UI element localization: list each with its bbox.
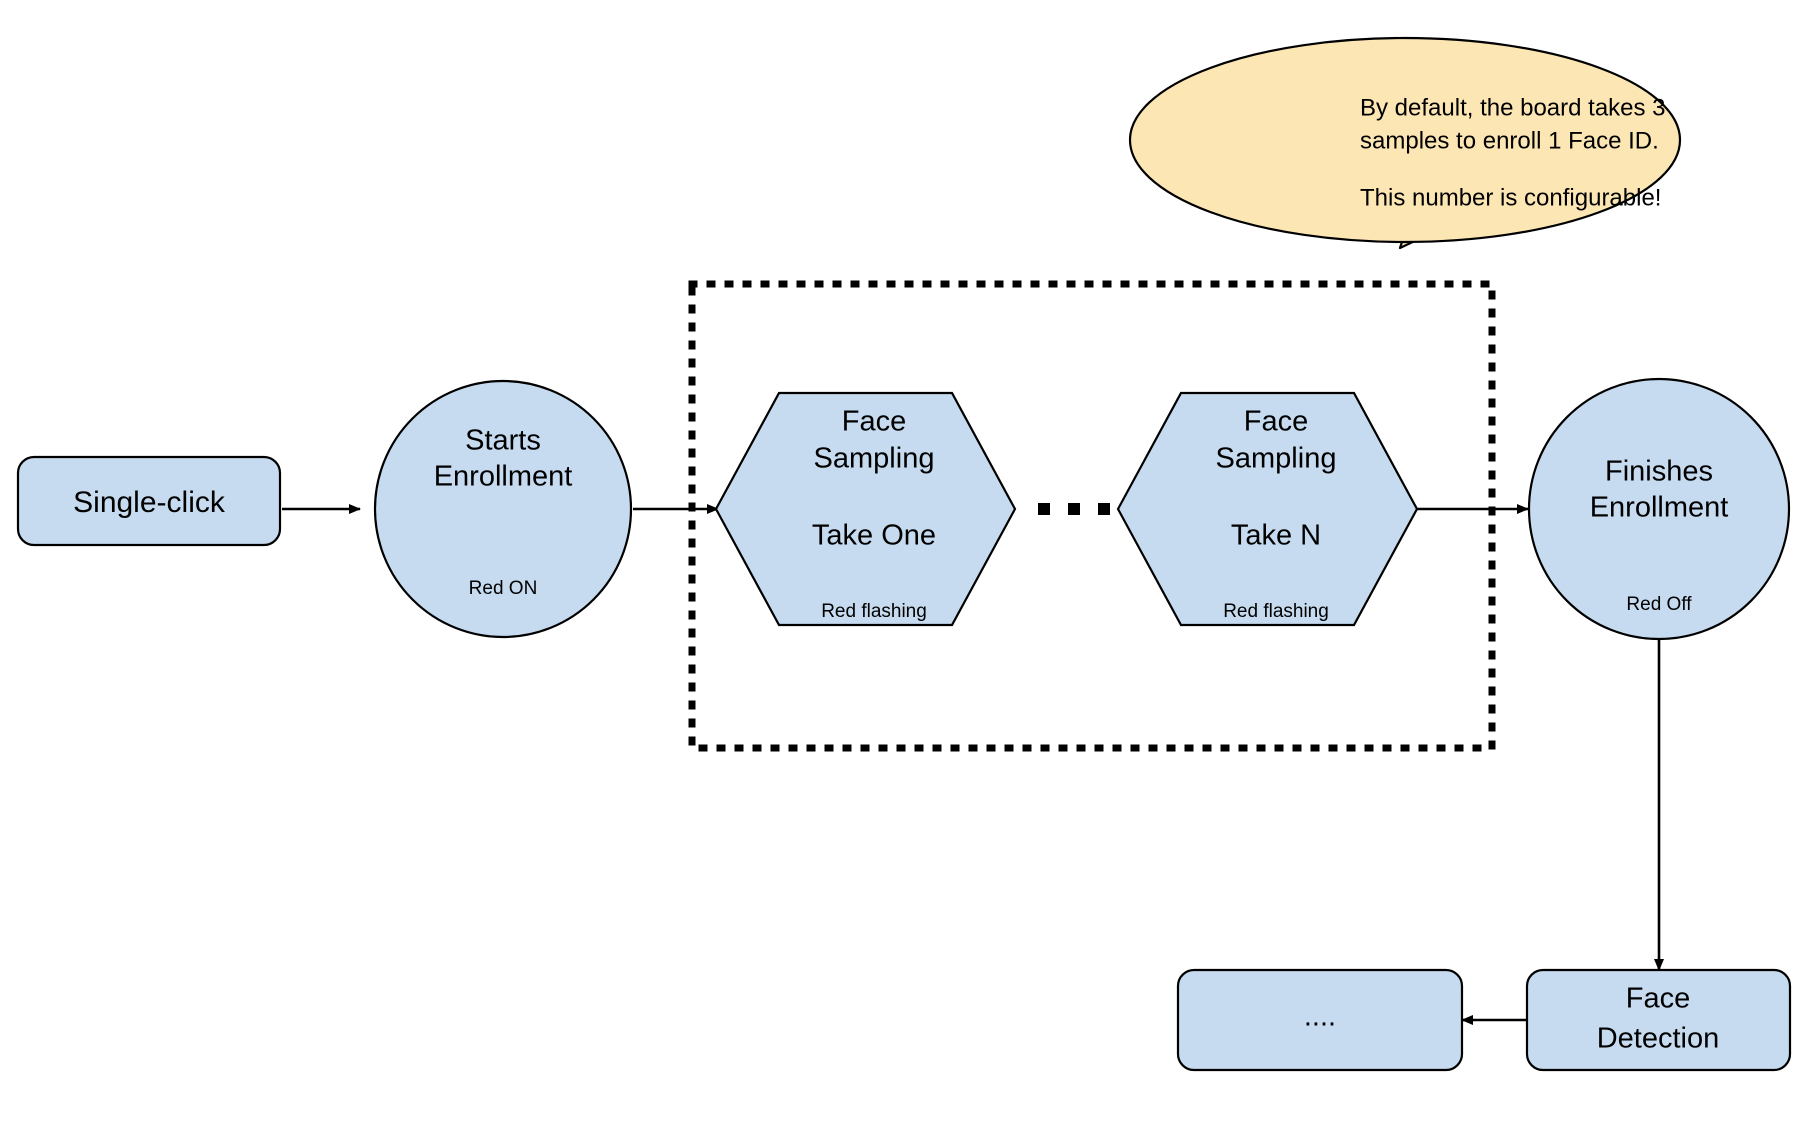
ellipsis-dot <box>1098 503 1110 515</box>
finishes-enrollment-status: Red Off <box>1626 594 1692 615</box>
node-starts-enrollment[interactable]: Starts Enrollment Red ON <box>373 379 633 639</box>
face-sampling-n-take: Take N <box>1231 520 1321 552</box>
starts-enrollment-label-line2: Enrollment <box>434 461 573 493</box>
face-sampling-n-status: Red flashing <box>1223 601 1329 622</box>
face-detection-label-line1: Face <box>1626 983 1690 1015</box>
face-detection-label-line2: Detection <box>1597 1023 1720 1055</box>
callout-line1: By default, the board takes 3 <box>1360 94 1666 121</box>
callout-bubble: By default, the board takes 3 samples to… <box>1128 36 1682 250</box>
repeat-group-border <box>688 280 1496 752</box>
starts-enrollment-label-line1: Starts <box>465 425 541 457</box>
face-sampling-one-label-line2: Sampling <box>814 443 935 475</box>
starts-enrollment-status: Red ON <box>469 578 538 599</box>
finishes-enrollment-label-line1: Finishes <box>1605 456 1713 488</box>
node-face-sampling-n[interactable]: Face Sampling Take N Red flashing <box>1116 391 1419 627</box>
single-click-label: Single-click <box>73 486 226 519</box>
starts-enrollment-circle[interactable] <box>373 379 633 639</box>
node-finishes-enrollment[interactable]: Finishes Enrollment Red Off <box>1527 377 1791 641</box>
node-more-steps[interactable]: .... <box>1176 968 1464 1072</box>
callout-line2: samples to enroll 1 Face ID. <box>1360 127 1659 154</box>
face-sampling-n-label-line1: Face <box>1244 406 1308 438</box>
ellipsis-dot <box>1068 503 1080 515</box>
single-click-box[interactable] <box>16 455 282 547</box>
face-sampling-n-label-line2: Sampling <box>1216 443 1337 475</box>
node-single-click[interactable]: Single-click <box>16 455 282 547</box>
more-steps-label: .... <box>1304 1001 1336 1033</box>
callout-ellipse <box>1128 36 1682 244</box>
face-sampling-one-take: Take One <box>812 520 936 552</box>
finishes-enrollment-label-line2: Enrollment <box>1590 492 1729 524</box>
node-face-detection[interactable]: Face Detection <box>1525 968 1792 1072</box>
face-sampling-one-label-line1: Face <box>842 406 906 438</box>
face-sampling-one-status: Red flashing <box>821 601 927 622</box>
ellipsis-dot <box>1038 503 1050 515</box>
callout-tail-cover <box>1404 198 1478 240</box>
callout-line4: This number is configurable! <box>1360 184 1661 211</box>
node-face-sampling-one[interactable]: Face Sampling Take One Red flashing <box>714 391 1017 627</box>
face-sampling-one-hexagon[interactable] <box>714 391 1017 627</box>
more-steps-box[interactable] <box>1176 968 1464 1072</box>
